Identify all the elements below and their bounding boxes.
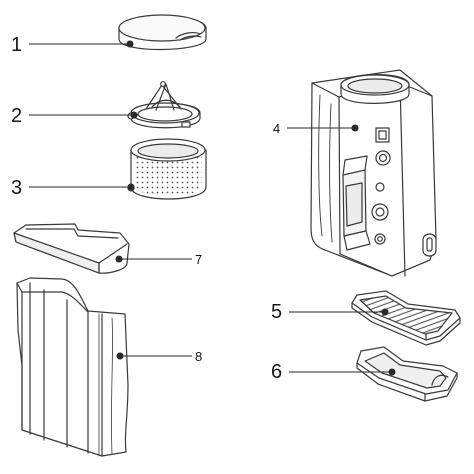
callout-label-8: 8: [195, 349, 203, 364]
drip-tray-part: [356, 346, 458, 402]
callout-label-7: 7: [195, 252, 203, 267]
leader-lines: [29, 40, 396, 376]
leader-dot-1: [126, 40, 134, 48]
callout-label-6: 6: [271, 361, 283, 383]
callout-label-2: 2: [11, 105, 23, 127]
water-tank-part: [16, 277, 129, 457]
leader-dot-4: [351, 124, 359, 132]
filter-cylinder-part: [127, 138, 207, 200]
leader-dot-5: [381, 308, 389, 316]
leader-dot-6: [388, 368, 396, 376]
drip-grid-part: [351, 290, 461, 346]
callout-label-1: 1: [11, 34, 23, 56]
callout-label-5: 5: [271, 301, 283, 323]
tank-cover-part: [13, 223, 130, 274]
leader-dot-8: [116, 352, 124, 360]
leader-dot-2: [130, 111, 138, 119]
callout-label-4: 4: [273, 121, 281, 136]
filter-basket-part: [127, 81, 201, 129]
lid-part: [118, 14, 207, 51]
leader-dot-7: [115, 255, 123, 263]
main-body-part: [310, 69, 437, 277]
leader-dot-3: [127, 183, 135, 191]
callout-label-3: 3: [11, 177, 23, 199]
